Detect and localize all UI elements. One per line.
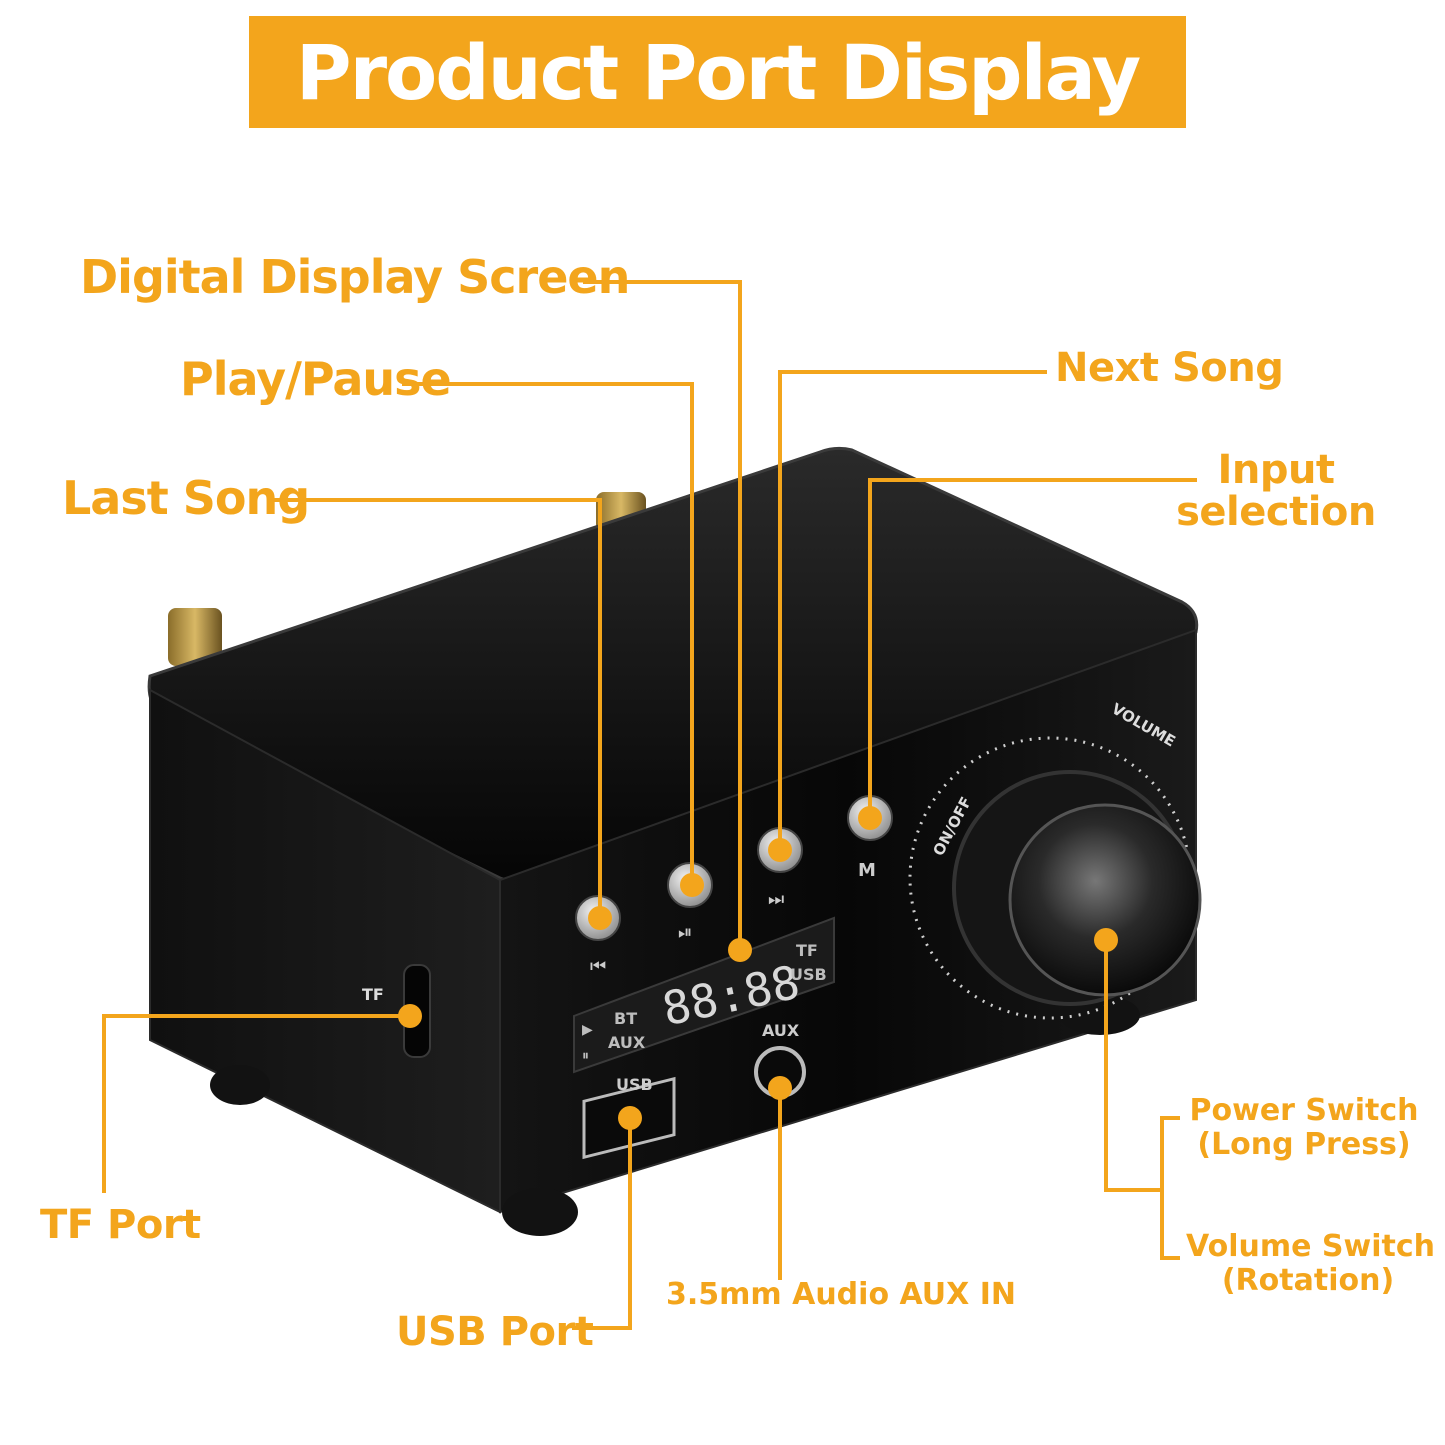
label-volume-switch: Volume Switch (Rotation): [1186, 1229, 1435, 1298]
foot-back-left: [210, 1065, 270, 1105]
aux-jack-label: AUX: [762, 1021, 800, 1040]
foot-front-left: [502, 1188, 578, 1236]
leader-usb-port: [572, 1118, 632, 1330]
last-song-icon: ⏮: [590, 956, 606, 977]
label-next-song: Next Song: [1055, 345, 1284, 391]
title-banner: Product Port Display: [249, 16, 1186, 128]
lcd-bt: BT: [614, 1009, 637, 1028]
label-last-song: Last Song: [62, 471, 310, 525]
tf-slot-label: TF: [362, 985, 384, 1004]
label-tf-port: TF Port: [40, 1202, 201, 1248]
label-volume-switch-line2: (Rotation): [1221, 1263, 1395, 1298]
lcd-pause-icon: ⏸: [582, 1048, 589, 1064]
label-input-selection-line2: selection: [1176, 489, 1376, 535]
lcd-play-icon: ▶: [582, 1022, 593, 1038]
label-digital-display: Digital Display Screen: [80, 250, 630, 304]
leader-dots: [398, 806, 1118, 1130]
usb-port-label: USB: [616, 1075, 653, 1094]
label-usb-port: USB Port: [396, 1309, 594, 1355]
label-aux-in: 3.5mm Audio AUX IN: [666, 1277, 1016, 1312]
leader-power-volume-bracket: [1160, 1116, 1180, 1260]
device-front: [499, 628, 1197, 1214]
label-power-switch-line2: (Long Press): [1197, 1127, 1411, 1162]
lcd-tf: TF: [796, 941, 818, 960]
label-play-pause: Play/Pause: [180, 352, 452, 406]
leader-play-pause: [402, 382, 694, 885]
lcd-usb: USB: [790, 965, 827, 984]
leader-last-song: [268, 498, 602, 918]
leader-tf-port: [102, 1014, 410, 1193]
leader-digital-display: [583, 280, 742, 950]
page-title: Product Port Display: [295, 27, 1141, 117]
lcd-aux: AUX: [608, 1033, 646, 1052]
label-input-selection: Input selection: [1176, 450, 1376, 532]
label-power-switch: Power Switch (Long Press): [1184, 1096, 1424, 1160]
leader-knob: [1104, 940, 1162, 1192]
mode-button-label: M: [858, 860, 876, 881]
leader-next-song: [778, 370, 1047, 850]
label-input-selection-line1: Input: [1217, 447, 1335, 493]
next-song-icon: ⏭: [768, 889, 784, 910]
binding-post-left: [168, 608, 222, 666]
leader-lines: [102, 280, 1197, 1330]
label-volume-switch-line1: Volume Switch: [1186, 1229, 1435, 1264]
leader-input-selection: [868, 478, 1197, 818]
label-power-switch-line1: Power Switch: [1189, 1093, 1419, 1128]
play-pause-icon: ⏯: [678, 922, 692, 943]
